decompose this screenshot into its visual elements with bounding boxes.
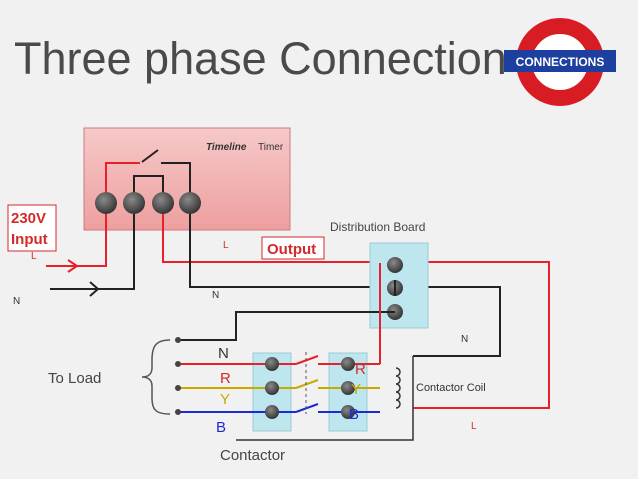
output-label: Output <box>267 241 316 258</box>
badge-label: CONNECTIONS <box>516 55 605 69</box>
load-bracket <box>141 339 171 415</box>
timer-terminal-3 <box>152 192 174 214</box>
contactor-label: Contactor <box>220 447 285 464</box>
contactor-terminal-l-y <box>265 381 279 395</box>
distribution-board-label: Distribution Board <box>330 220 425 234</box>
contactor-r-label-left: R <box>220 370 231 387</box>
timer-internal-wiring <box>105 149 191 203</box>
output-live-wire <box>162 214 550 409</box>
load-terminal-b <box>175 409 181 415</box>
timer-label: Timer <box>258 142 284 153</box>
timer-terminal-1 <box>95 192 117 214</box>
contactor-y-label-right: Y <box>351 381 361 398</box>
input-neutral-label: N <box>13 296 20 307</box>
contactor-coil <box>236 356 414 441</box>
load-terminal-y <box>175 385 181 391</box>
contactor-y-label-left: Y <box>220 391 230 408</box>
coil-neutral-label: N <box>461 334 468 345</box>
contactor-terminal-l-r <box>265 357 279 371</box>
contactor-terminal-r-y <box>341 381 355 395</box>
input-label-line1: 230V <box>11 210 46 227</box>
coil-label: Contactor Coil <box>416 382 486 394</box>
load-terminal-r <box>175 361 181 367</box>
timer-brand: Timeline <box>206 142 247 153</box>
output-neutral-wire <box>189 214 501 357</box>
load-neutral-wire <box>178 311 395 341</box>
input-phase-label: L <box>31 251 37 262</box>
contactor-terminal-r-b <box>341 405 355 419</box>
badge-bar <box>504 50 616 72</box>
input-label-line2: Input <box>11 231 48 248</box>
input-live-wire <box>46 214 107 273</box>
contactor-n-label: N <box>218 345 229 362</box>
timer-terminal-4 <box>179 192 201 214</box>
contactor-terminal-l-b <box>265 405 279 419</box>
coil-phase-label: L <box>471 421 477 432</box>
load-terminal-n <box>175 337 181 343</box>
contactor-b-label-right: B <box>349 406 359 423</box>
phase-r-wire <box>178 263 381 365</box>
contactor-b-label-left: B <box>216 419 226 436</box>
contactor-terminal-r-r <box>341 357 355 371</box>
input-neutral-wire <box>50 214 135 297</box>
load-label: To Load <box>48 370 101 387</box>
output-phase-label: L <box>223 240 229 251</box>
timer-terminal-2 <box>123 192 145 214</box>
output-label-box <box>261 236 325 260</box>
input-label-box <box>7 204 57 252</box>
db-terminal-top <box>387 257 403 273</box>
connections-badge: CONNECTIONS <box>504 18 616 106</box>
output-neutral-label: N <box>212 290 219 301</box>
contactor-r-label-right: R <box>355 361 366 378</box>
page-title: Three phase Connection <box>14 33 507 84</box>
